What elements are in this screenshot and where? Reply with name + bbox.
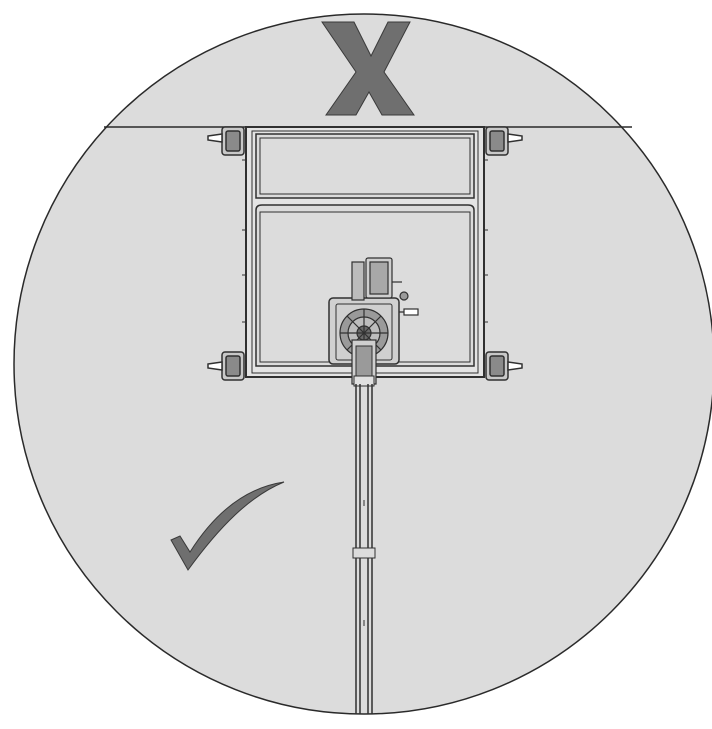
upper-panel xyxy=(255,133,475,199)
x-mark-icon xyxy=(321,21,415,116)
extension-arm xyxy=(352,384,376,714)
check-mark-icon xyxy=(170,481,285,571)
caster-top-right xyxy=(485,126,523,156)
caster-top-left xyxy=(207,126,245,156)
caster-bottom-left xyxy=(207,351,245,381)
caster-bottom-right xyxy=(485,351,523,381)
machine-top-view xyxy=(207,126,523,714)
lower-chamber xyxy=(255,204,475,367)
motor xyxy=(351,257,419,316)
